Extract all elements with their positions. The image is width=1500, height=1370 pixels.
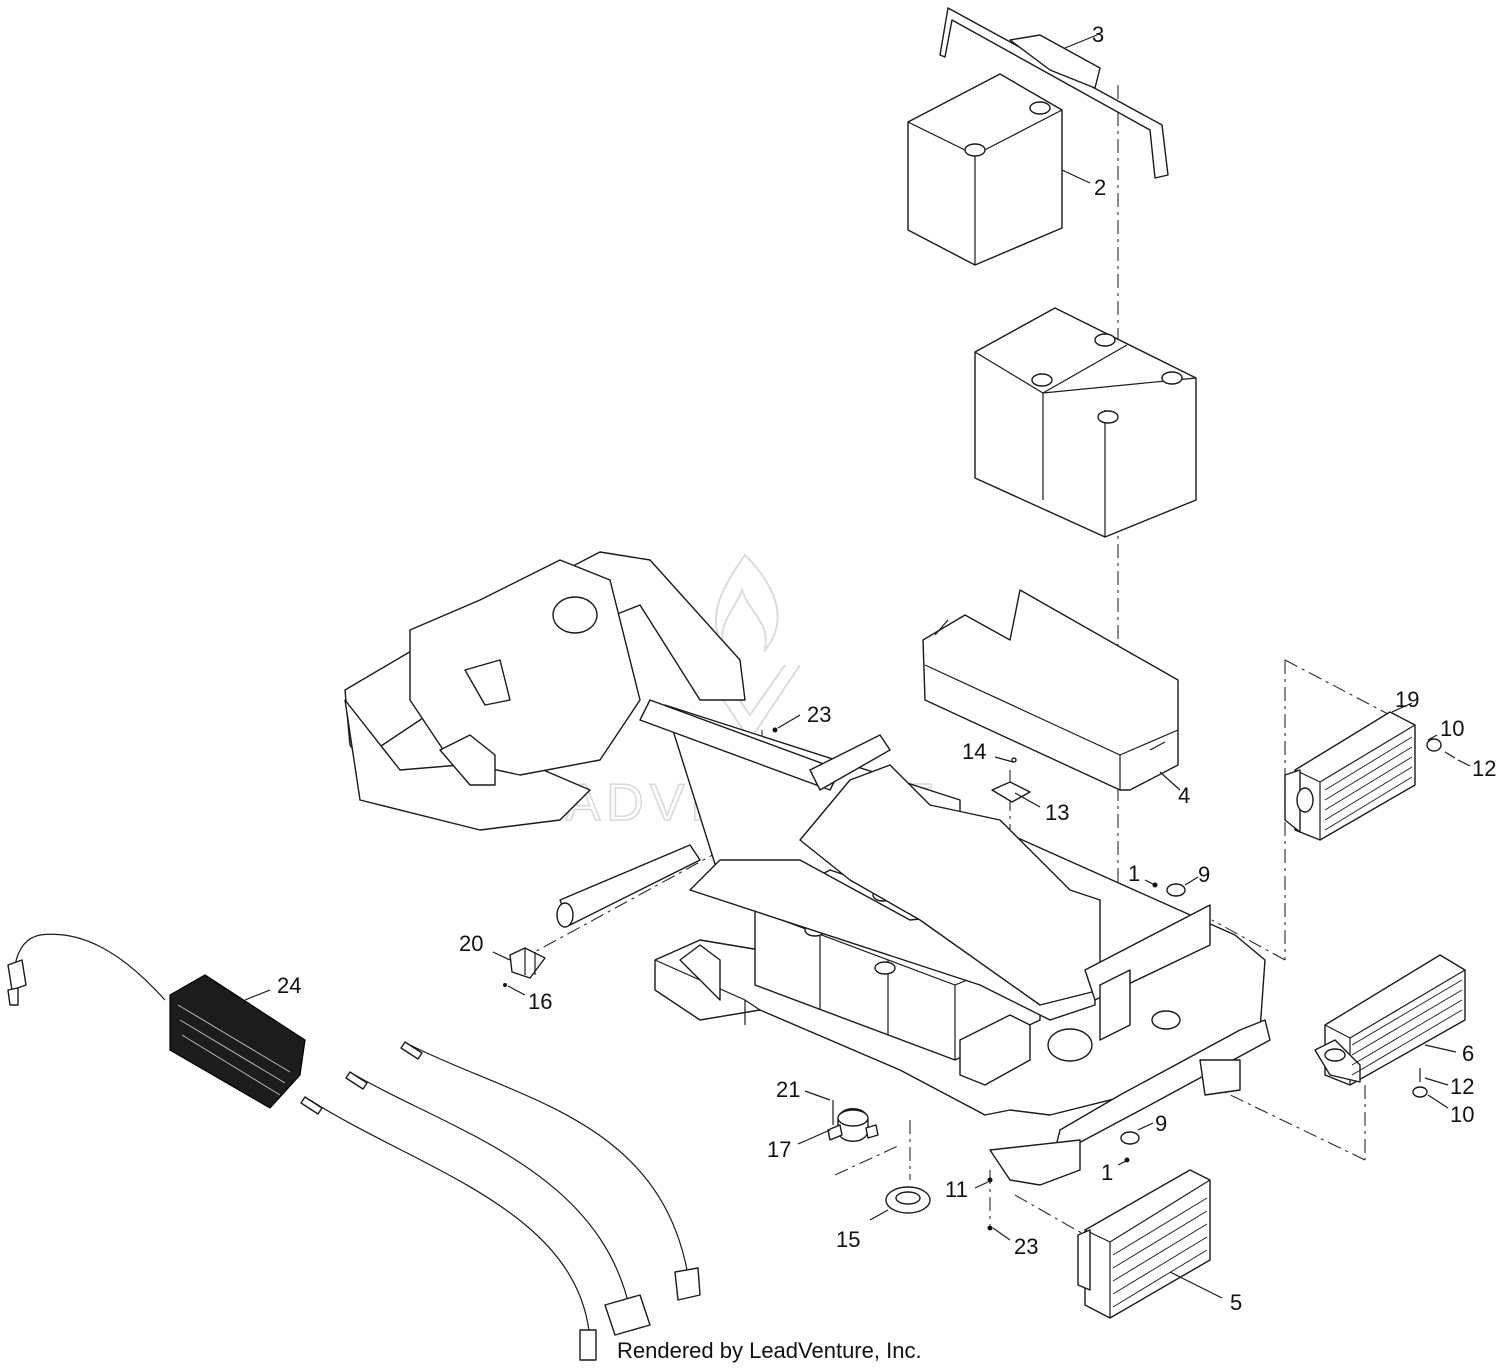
battery-upper — [907, 73, 1063, 266]
battery-tray — [922, 589, 1179, 791]
callout-12-upper: 12 — [1472, 756, 1496, 781]
callout-4: 4 — [1178, 783, 1190, 808]
controller-right — [1314, 954, 1466, 1086]
callout-10-lower: 10 — [1450, 1102, 1474, 1127]
callout-5: 5 — [1230, 1290, 1242, 1315]
leader-lines — [244, 34, 1471, 1299]
callout-2: 2 — [1094, 175, 1106, 200]
washer-10-upper — [1426, 738, 1442, 752]
buzzer — [827, 1108, 879, 1142]
flame-logo-icon — [714, 553, 779, 654]
callout-24: 24 — [277, 973, 301, 998]
screw-11 — [987, 1177, 993, 1183]
grommet — [885, 1186, 931, 1214]
nut-1-upper — [1152, 882, 1158, 888]
charging-cords — [300, 1041, 701, 1361]
callout-19: 19 — [1395, 687, 1419, 712]
callout-labels: 3 2 4 5 6 1 9 9 1 10 12 12 10 19 13 14 2… — [277, 22, 1496, 1315]
key-switch — [509, 947, 546, 979]
controller-upper-fins — [1324, 736, 1413, 831]
washer-9-lower — [1120, 1131, 1140, 1145]
bolt-12-upper — [1444, 751, 1456, 759]
battery-charger — [7, 933, 306, 1109]
callout-15: 15 — [836, 1227, 860, 1252]
vehicle-frame — [344, 551, 1271, 1186]
callout-13: 13 — [1045, 800, 1069, 825]
washer-10-lower — [1412, 1086, 1428, 1098]
battery-pair — [974, 307, 1197, 538]
controller-bottom — [1077, 1169, 1211, 1319]
callout-3: 3 — [1092, 22, 1104, 47]
callout-14: 14 — [962, 739, 986, 764]
callout-1-upper: 1 — [1128, 861, 1140, 886]
callout-17: 17 — [767, 1137, 791, 1162]
screw-23-lower — [987, 1225, 993, 1231]
callout-21: 21 — [776, 1077, 800, 1102]
controller-bottom-fins — [1112, 1197, 1208, 1308]
callout-16: 16 — [528, 989, 552, 1014]
controller-right-fins — [1351, 979, 1463, 1076]
washer-9-upper — [1166, 883, 1186, 897]
battery-hold-down-bar — [939, 7, 1169, 179]
screw-16 — [503, 983, 507, 987]
small-switch-part — [991, 757, 1031, 803]
screw-23-upper — [772, 727, 778, 733]
callout-6: 6 — [1462, 1041, 1474, 1066]
callout-12-lower: 12 — [1450, 1074, 1474, 1099]
callout-11: 11 — [945, 1177, 968, 1202]
callout-10-upper: 10 — [1440, 716, 1464, 741]
controller-upper — [1284, 711, 1416, 841]
callout-9-upper: 9 — [1198, 862, 1210, 887]
callout-23-upper: 23 — [807, 702, 831, 727]
rendered-by-credit: Rendered by LeadVenture, Inc. — [617, 1338, 922, 1363]
callout-1-lower: 1 — [1101, 1160, 1113, 1185]
callout-9-lower: 9 — [1155, 1111, 1167, 1136]
callout-20: 20 — [459, 931, 483, 956]
callout-23-lower: 23 — [1014, 1234, 1038, 1259]
